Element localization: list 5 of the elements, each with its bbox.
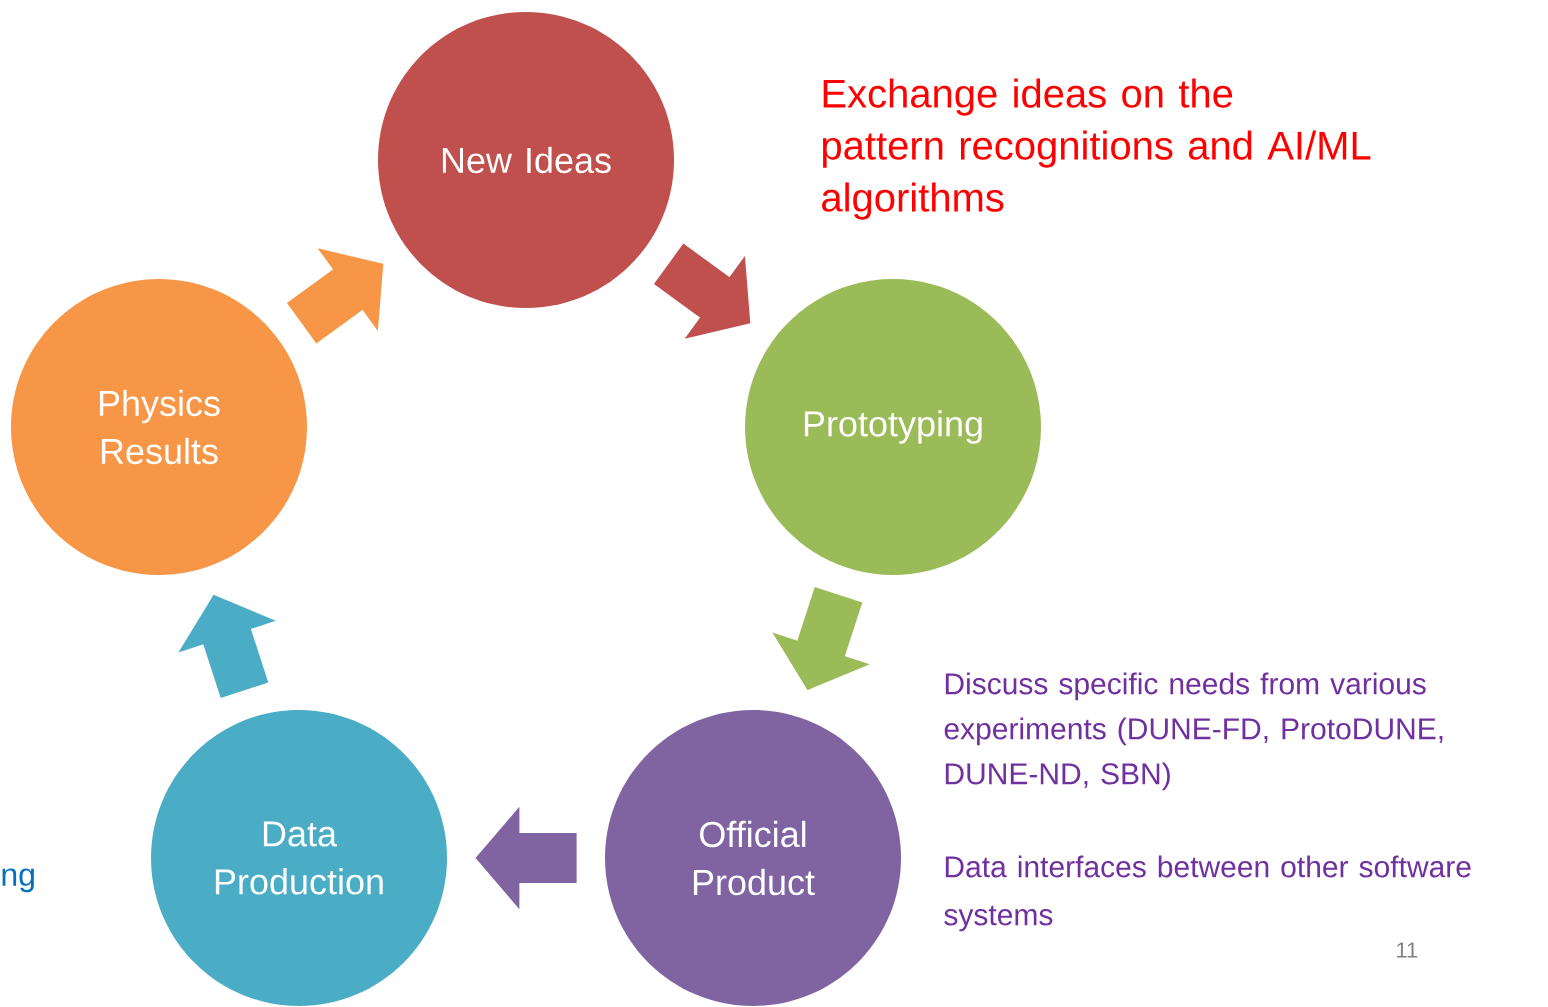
note-text: Discuss specific needs from various experiments (DUNE-FD, ProtoDUNE, DUNE-ND, SBN) — [944, 672, 1443, 791]
note-text: 11 — [1397, 942, 1418, 958]
note-text: Exchange ideas on the pattern recognitions and AI/ML algorithms — [822, 78, 1371, 220]
note-text: ng — [2, 868, 34, 893]
note-text: Data interfaces between other software systems — [944, 855, 1471, 932]
